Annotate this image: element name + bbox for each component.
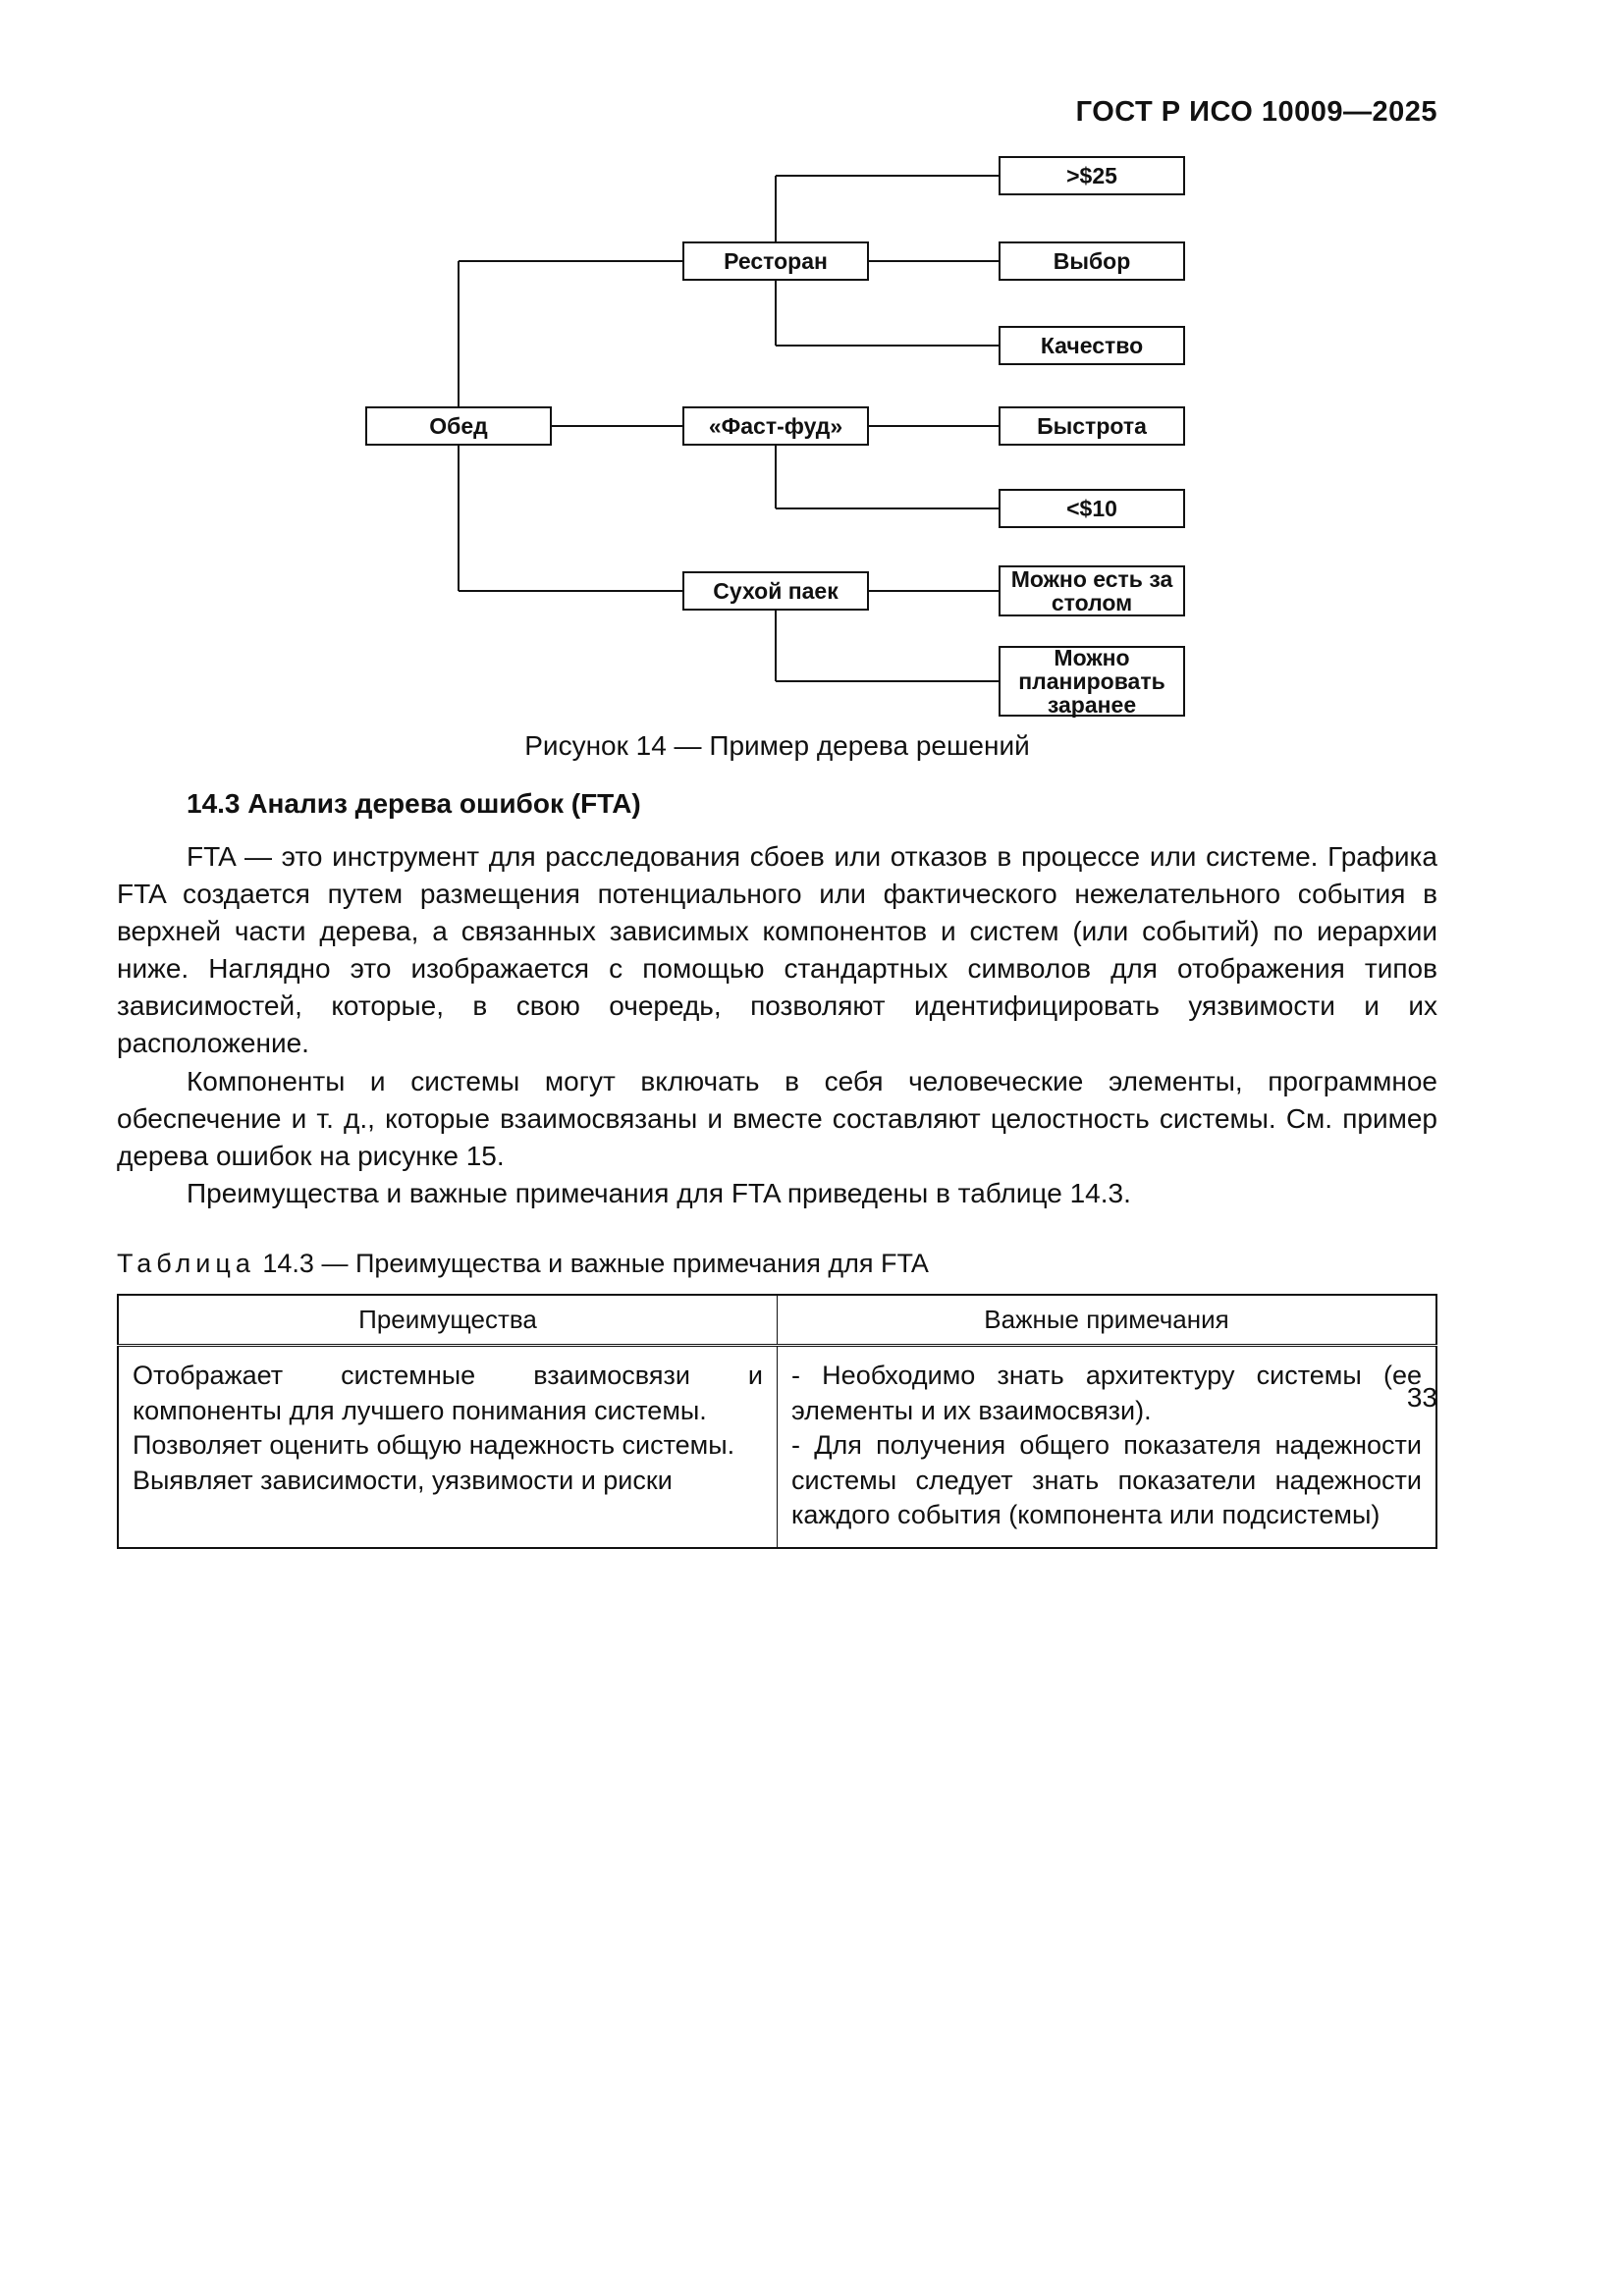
paragraph: Компоненты и системы могут включать в се… [117,1065,1437,1171]
section-14-3: 14.3 Анализ дерева ошибок (FTA) FTA — эт… [117,785,1437,1550]
node-dry-ration: Сухой паек [682,571,869,611]
page-number: 33 [1406,1382,1437,1413]
node-plan-ahead: Можно планировать заранее [999,646,1185,717]
advantage-item: Позволяет оценить общую надежность систе… [133,1430,735,1461]
table-caption: Таблица 14.3 — Преимущества и важные при… [117,1246,1437,1282]
column-header-notes: Важные примечания [777,1294,1437,1347]
note-item: - Для получения общего показателя надежн… [791,1430,1422,1530]
advantages-cell: Отображает системные взаимосвязи и компо… [117,1344,778,1549]
node-over-25: >$25 [999,156,1185,195]
advantage-item: Выявляет зависимости, уязвимости и риски [133,1465,673,1495]
notes-cell: - Необходимо знать архитектуру системы (… [777,1344,1437,1549]
table-row: Отображает системные взаимосвязи и компо… [117,1344,1437,1549]
node-lunch: Обед [365,406,552,446]
node-restaurant: Ресторан [682,241,869,281]
node-choice: Выбор [999,241,1185,281]
column-header-advantages: Преимущества [117,1294,778,1347]
node-under-10: <$10 [999,489,1185,528]
paragraph: Преимущества и важные примечания для FTA… [187,1177,1131,1208]
table-caption-text: 14.3 — Преимущества и важные примечания … [262,1248,929,1278]
node-quality: Качество [999,326,1185,365]
figure-caption: Рисунок 14 — Пример дерева решений [524,730,1030,761]
node-fastfood: «Фаст-фуд» [682,406,869,446]
node-eat-at-table: Можно есть за столом [999,565,1185,616]
table-caption-word: Таблица [117,1248,255,1278]
section-heading: 14.3 Анализ дерева ошибок (FTA) [187,788,641,819]
note-item: - Необходимо знать архитектуру системы (… [791,1360,1422,1425]
node-speed: Быстрота [999,406,1185,446]
fta-advantages-table: Преимущества Важные примечания Отображае… [117,1293,1437,1550]
document-title-header: ГОСТ Р ИСО 10009—2025 [1075,96,1437,128]
advantage-item: Отображает системные взаимосвязи и компо… [133,1360,763,1425]
decision-tree-diagram: Обед Ресторан «Фаст-фуд» Сухой паек >$25… [0,147,1624,736]
paragraph: FTA — это инструмент для расследования с… [117,841,1437,1059]
